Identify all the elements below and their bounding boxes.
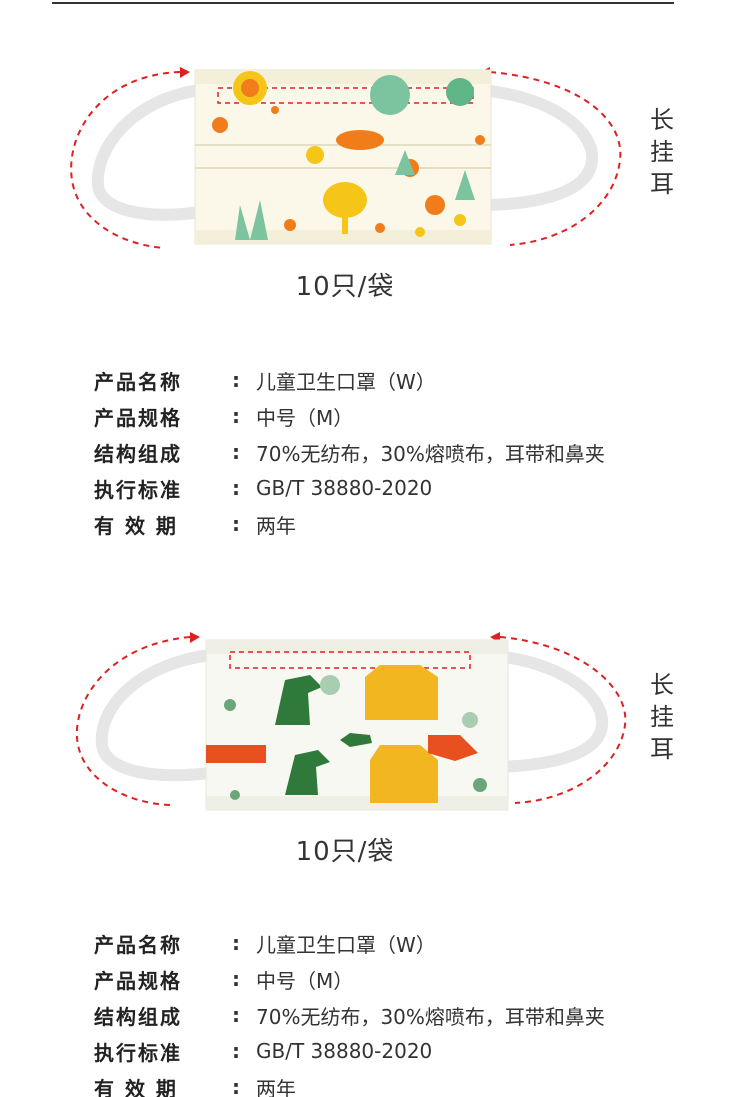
spec-value: 70%无纺布，30%熔喷布，耳带和鼻夹 [256,441,605,466]
spec-value: 两年 [256,1076,296,1097]
spec-key: 产品名称 [94,369,182,394]
spec-row-composition: 结构组成 : 70%无纺布，30%熔喷布，耳带和鼻夹 [94,434,605,470]
spec-colon: : [232,1039,240,1063]
loop-arrow-right [489,71,622,246]
spec-colon: : [232,931,240,955]
spec-value: 中号（M） [256,968,354,993]
spec-row-standard: 执行标准 : GB/T 38880-2020 [94,470,605,506]
ear-loop-right [479,649,609,773]
spec-row-shelf-life: 有 效 期 : 两年 [94,506,605,542]
ear-loop-right [472,84,599,211]
side-label-char: 耳 [650,735,674,763]
spec-key: 产品名称 [94,932,182,957]
long-ear-loop-label: 长 挂 耳 [650,669,674,765]
spec-key: 结构组成 [94,1004,182,1029]
loop-arrow-right [499,636,627,804]
pack-count-label: 10只/袋 [295,837,395,867]
spec-key: 执行标准 [94,1040,182,1065]
side-label-char: 挂 [650,703,674,731]
spec-value: 儿童卫生口罩（W） [256,932,436,957]
spec-key: 产品规格 [94,405,182,430]
side-label-char: 挂 [650,138,674,166]
mask-body [205,639,509,811]
spec-row-name: 产品名称 : 儿童卫生口罩（W） [94,362,605,398]
ear-loop-left [95,649,216,782]
arrowhead-left [180,67,190,78]
spec-colon: : [232,1003,240,1027]
spec-table: 产品名称 : 儿童卫生口罩（W） 产品规格 : 中号（M） 结构组成 : 70%… [94,362,605,542]
spec-colon: : [232,440,240,464]
dinosaur-pattern [206,665,487,803]
spec-row-shelf-life: 有 效 期 : 两年 [94,1069,605,1097]
spec-key: 执行标准 [94,477,182,502]
spec-value: 儿童卫生口罩（W） [256,369,436,394]
ear-loop-left [91,84,206,221]
mask-illustration-dinosaur [75,632,627,811]
spec-value: GB/T 38880-2020 [256,1039,433,1063]
spec-key: 有 效 期 [94,1076,178,1097]
long-ear-loop-label: 长 挂 耳 [650,104,674,200]
side-label-char: 长 [650,671,674,699]
spec-colon: : [232,512,240,536]
spec-value: 中号（M） [256,405,354,430]
spec-colon: : [232,368,240,392]
mask-illustration-floral [70,67,622,249]
spec-table: 产品名称 : 儿童卫生口罩（W） 产品规格 : 中号（M） 结构组成 : 70%… [94,925,605,1097]
spec-key: 有 效 期 [94,513,178,538]
top-divider [52,2,674,4]
spec-key: 结构组成 [94,441,182,466]
spec-row-name: 产品名称 : 儿童卫生口罩（W） [94,925,605,961]
spec-key: 产品规格 [94,968,182,993]
spec-row-size: 产品规格 : 中号（M） [94,398,605,434]
spec-row-composition: 结构组成 : 70%无纺布，30%熔喷布，耳带和鼻夹 [94,997,605,1033]
spec-value: GB/T 38880-2020 [256,476,433,500]
spec-row-standard: 执行标准 : GB/T 38880-2020 [94,1033,605,1069]
spec-value: 70%无纺布，30%熔喷布，耳带和鼻夹 [256,1004,605,1029]
arrowhead-left [190,632,200,643]
spec-row-size: 产品规格 : 中号（M） [94,961,605,997]
spec-colon: : [232,967,240,991]
nose-clip-outline [229,651,471,669]
spec-colon: : [232,476,240,500]
flower-pattern [212,71,485,240]
spec-colon: : [232,1075,240,1097]
loop-arrow-left [70,71,181,249]
side-label-char: 耳 [650,170,674,198]
pack-count-label: 10只/袋 [295,272,395,302]
spec-colon: : [232,404,240,428]
spec-value: 两年 [256,513,296,538]
side-label-char: 长 [650,106,674,134]
